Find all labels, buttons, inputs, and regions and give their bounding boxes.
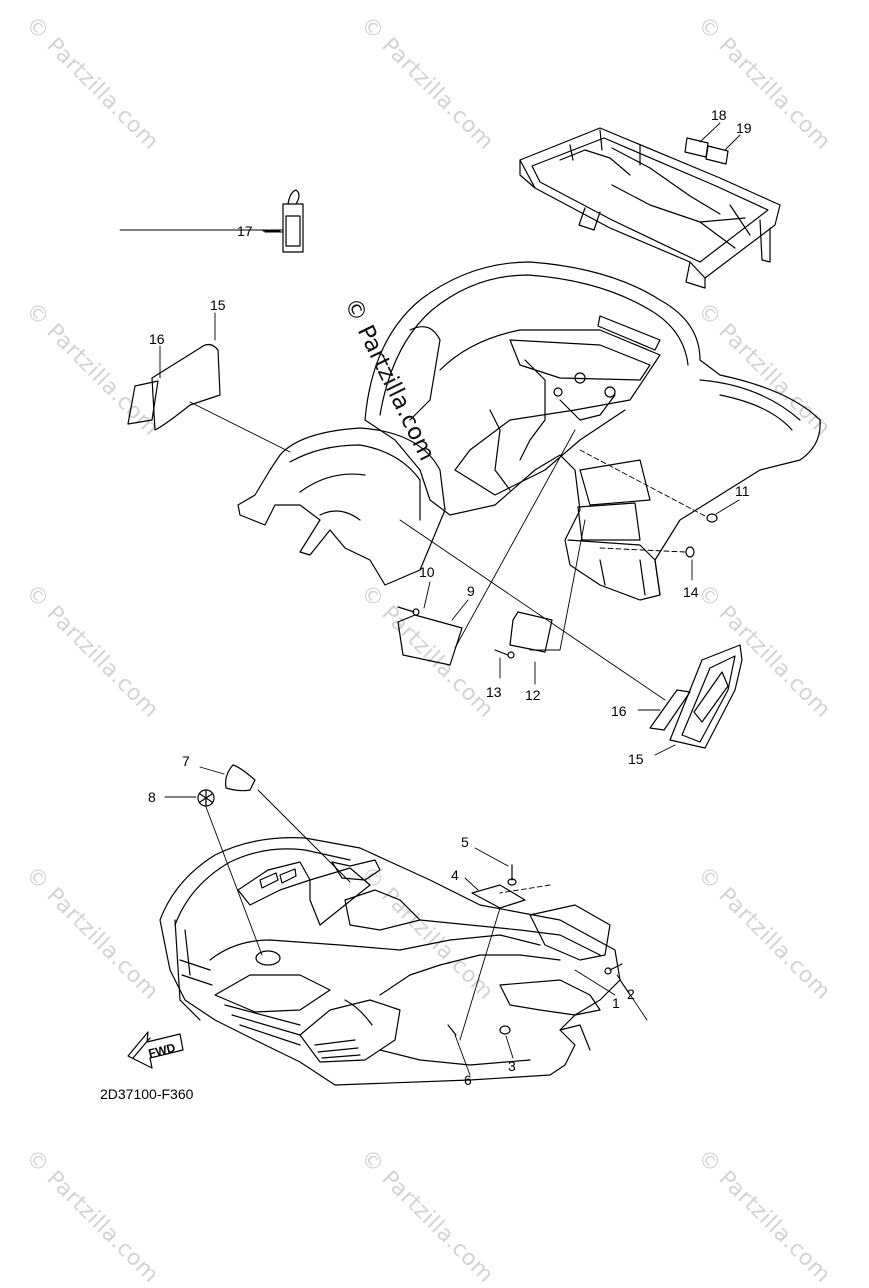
callout-5: 5 [461,834,469,850]
front-fender [159,837,621,1086]
nut-3 [499,1025,511,1035]
callout-15-right: 15 [628,751,644,767]
callout-8: 8 [148,789,156,805]
callout-13: 13 [486,684,502,700]
clip-6 [447,1024,457,1036]
leader-lines [119,229,666,1041]
decal-12-plate [509,611,553,653]
callout-12: 12 [525,687,541,703]
callout-16-right: 16 [611,703,627,719]
callout-17: 17 [237,223,253,239]
fwd-arrow [127,1031,184,1069]
bolt-2 [604,963,623,975]
callout-2: 2 [627,986,635,1002]
diagram-code: 2D37100-F360 [100,1086,194,1102]
callout-4: 4 [451,867,459,883]
decal-15-16-left [127,343,221,431]
parts-diagram: 17 15 16 18 19 11 14 10 9 13 12 16 15 7 … [119,107,821,1088]
dashed-leader-lines [499,449,706,894]
bolt-13 [494,649,515,659]
bolt-5 [507,864,517,886]
callout-numbers: 17 15 16 18 19 11 14 10 9 13 12 16 15 7 … [148,107,752,1088]
callout-11: 11 [735,483,750,499]
callout-19: 19 [736,120,752,136]
callout-9: 9 [467,583,475,599]
callout-18: 18 [711,107,727,123]
rear-carrier-rack [519,127,781,289]
callout-1: 1 [612,995,620,1011]
callout-3: 3 [508,1058,516,1074]
grizzly-decal [649,644,743,749]
callout-10: 10 [419,564,435,580]
callout-15: 15 [210,297,226,313]
rear-fender [237,261,821,601]
callout-16: 16 [149,331,165,347]
emblem-8 [197,789,215,807]
bolt-10 [397,606,420,616]
callout-ticks [159,122,741,1076]
label-18-19 [684,137,729,165]
decal-9-plate [397,614,463,666]
decal-7 [225,764,256,792]
callout-7: 7 [182,753,190,769]
grommet-11 [706,513,718,523]
fwd-label: FWD [147,1040,177,1060]
decal-4 [471,884,526,909]
callout-14: 14 [683,584,699,600]
warning-tag [282,189,304,253]
grommet-14 [685,546,695,558]
callout-6: 6 [464,1072,472,1088]
